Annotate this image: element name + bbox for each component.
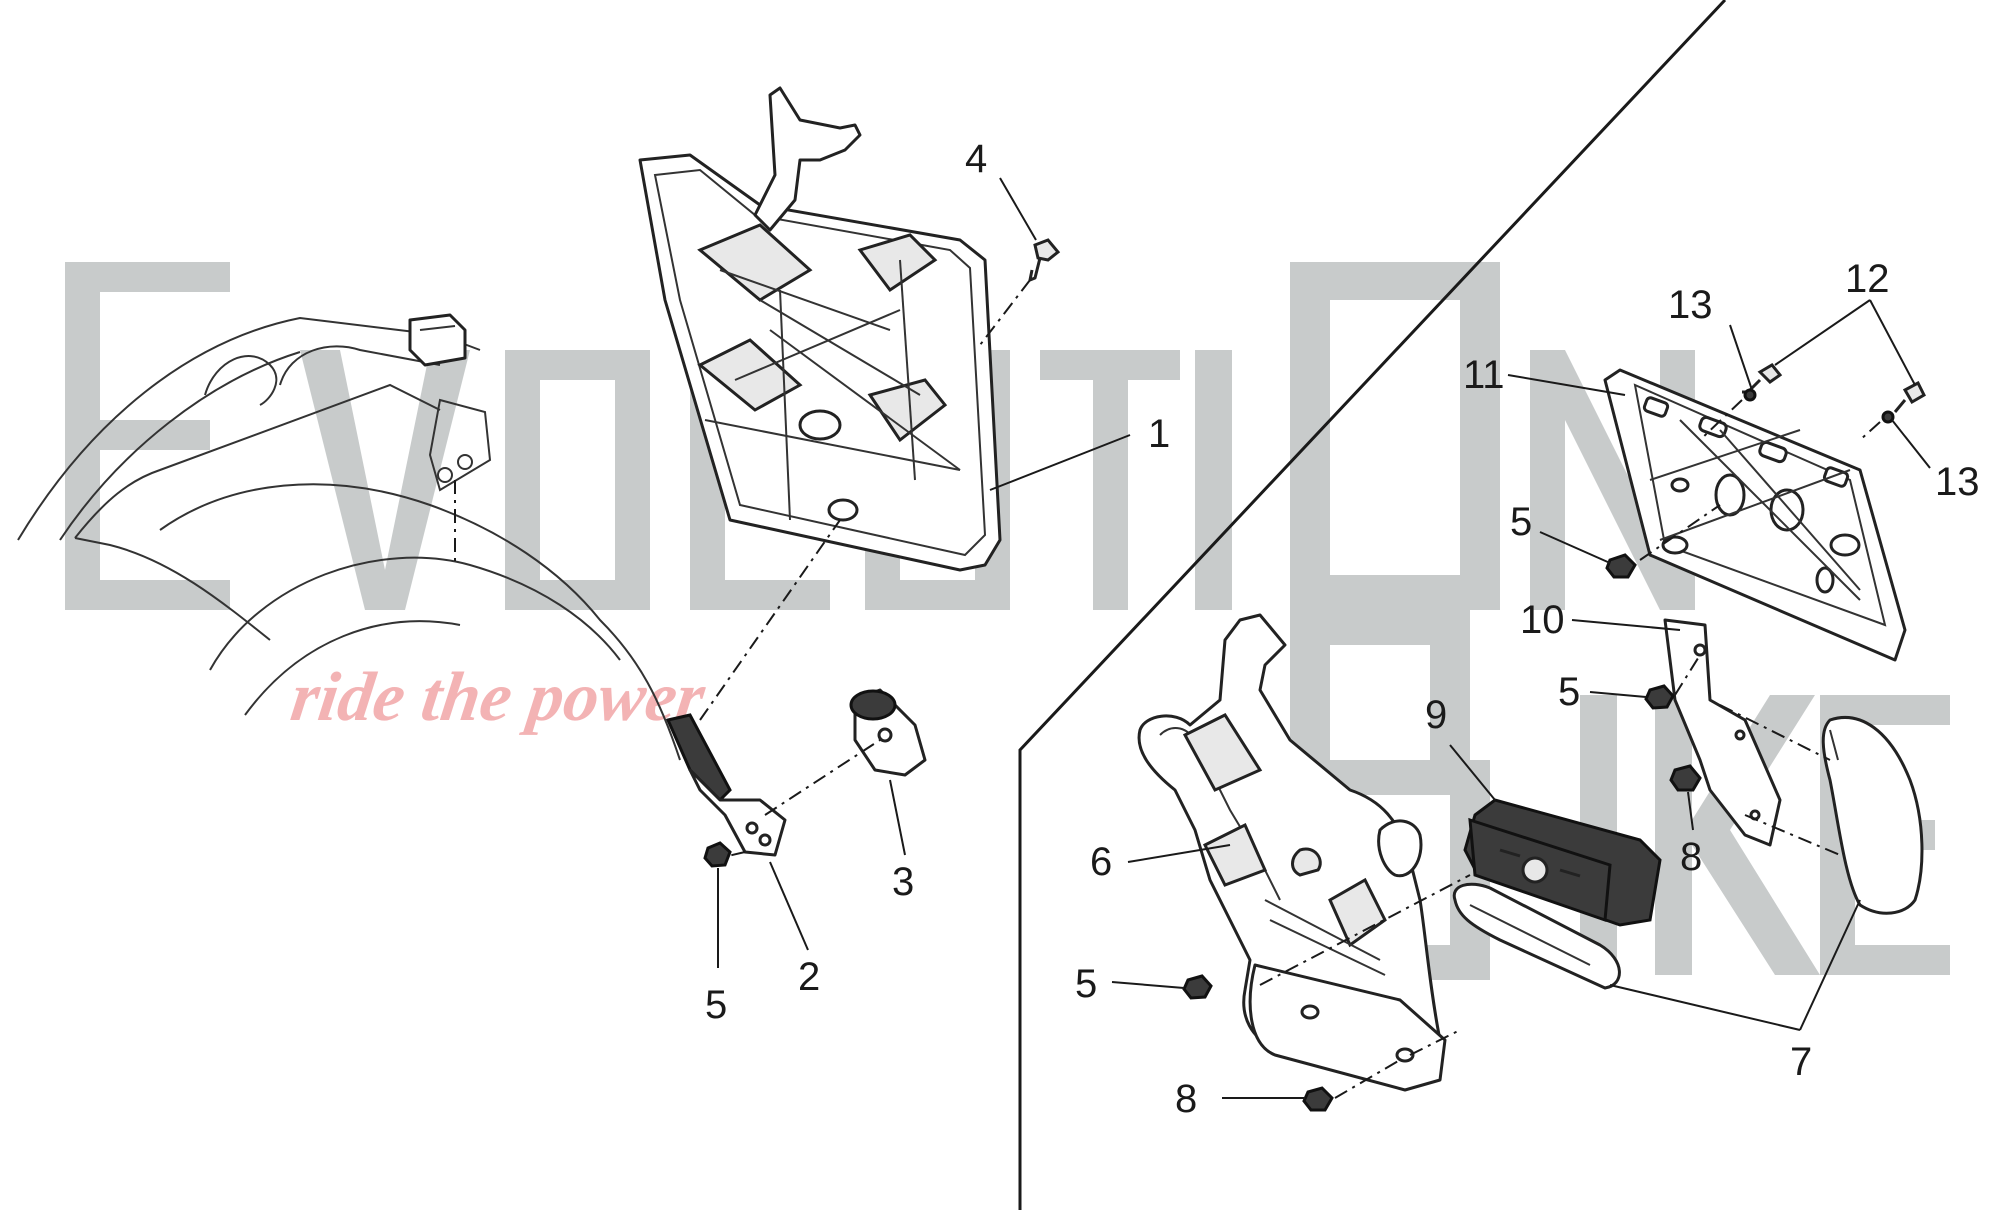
part-7-lens-set [1452,704,1924,990]
leader-lines [717,177,1931,1099]
section-divider-line [1018,0,1727,1210]
part-5-nut-right-lower [1182,974,1213,1000]
callout-labels: 1 2 3 4 5 5 5 5 6 7 8 8 9 10 11 12 13 13 [705,137,1980,1121]
part-9-tail-light [1463,798,1662,927]
callout-6: 6 [1090,840,1112,884]
rear-fender [17,313,681,761]
callout-1: 1 [1148,412,1170,456]
part-1-plate-holder [638,86,1002,572]
callout-5-right-upper: 5 [1510,500,1532,544]
callout-5-left: 5 [705,983,727,1027]
callout-2: 2 [798,955,820,999]
watermark-letter-o [505,350,650,610]
part-5-nut-left [703,841,746,868]
callout-4: 4 [965,137,987,181]
part-2-bracket [665,519,841,857]
part-8-nut-right [1669,764,1702,792]
part-5-nut-right-upper [1605,504,1721,579]
callout-9: 9 [1425,693,1447,737]
part-6-lower-holder [1137,613,1471,1092]
callout-5-right-lower: 5 [1075,962,1097,1006]
watermark-letter-b [1290,610,1490,980]
watermark-tagline: ride the power [287,658,711,736]
part-11-plate [1603,368,1907,662]
watermark-letter-big-o [1290,262,1500,610]
callout-8-lower: 8 [1175,1077,1197,1121]
watermark-letter-t [1040,350,1180,610]
watermark-letter-e [65,262,230,610]
part-4-screw [979,238,1061,346]
callout-5-right-middle: 5 [1558,670,1580,714]
callout-7: 7 [1790,1040,1812,1084]
callout-11: 11 [1463,353,1505,397]
callout-12: 12 [1845,257,1890,301]
callout-13-lower: 13 [1935,460,1980,504]
part-8-nut-lower [1302,1059,1401,1112]
callout-8-right: 8 [1680,835,1702,879]
part-10-bracket [1663,618,1782,847]
part-3-reflector [764,688,927,816]
callout-3: 3 [892,860,914,904]
callout-13-upper: 13 [1668,283,1713,327]
watermark-letter-i [1195,350,1232,610]
part-5-nut-right-middle [1644,654,1701,710]
watermark-letter-v [300,350,470,610]
callout-10: 10 [1520,598,1565,642]
